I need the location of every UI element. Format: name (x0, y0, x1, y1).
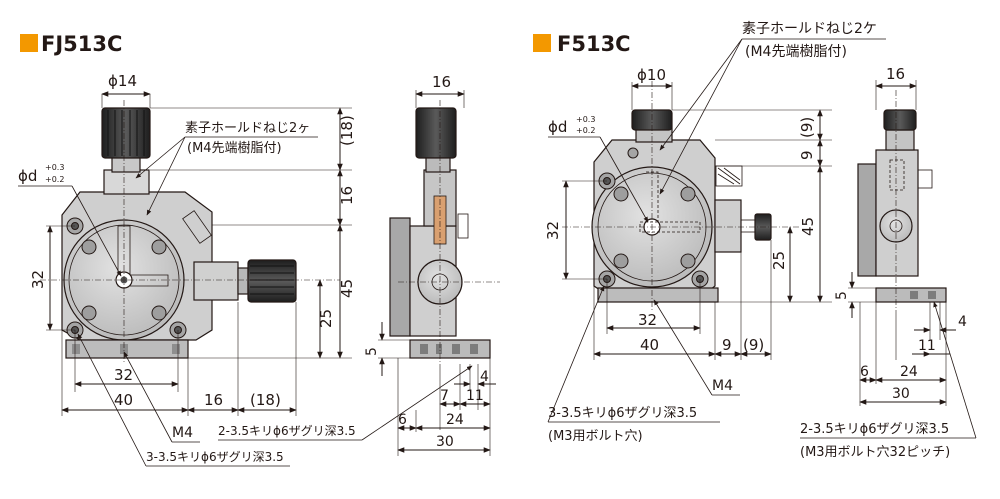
f513c-side-4: 4 (958, 314, 967, 330)
fj513c-side-6: 6 (398, 412, 407, 428)
fj513c-disc-screws (81, 239, 167, 321)
fj513c-spring (182, 210, 212, 244)
fj513c-side-30: 30 (436, 434, 454, 450)
f513c-side-30: 30 (892, 386, 910, 402)
f513c-d9: 9 (798, 150, 816, 160)
fj513c-side-top-knob (415, 107, 457, 159)
fj513c-side-neck (237, 267, 249, 295)
f513c-dimensions: ϕ10 ϕd +0.3 +0.2 素子ホールドねじ2ケ (M4先端樹脂付) (9… (544, 21, 886, 444)
f513c-phi10: ϕ10 (637, 66, 666, 84)
fj513c-tol-dn: +0.2 (45, 175, 64, 184)
f513c-callout2: (M4先端樹脂付) (745, 44, 847, 60)
fj513c-top-knob (101, 107, 151, 159)
fj513c-callout1: 素子ホールドねじ2ヶ (185, 121, 310, 136)
f513c-side-block (714, 199, 742, 253)
f513c-callout1: 素子ホールドねじ2ケ (742, 21, 877, 37)
f513c-side-24: 24 (900, 364, 918, 380)
fj513c-hole2: 3-3.5キリϕ6ザグリ深3.5 (146, 450, 284, 464)
f513c-side-11: 11 (918, 338, 936, 354)
f513c-disc-screws (613, 186, 696, 269)
fj513c-top-block (103, 169, 150, 195)
fj513c-callout2: (M4先端樹脂付) (187, 141, 282, 156)
f513c-side-5: 5 (834, 291, 850, 300)
f513c-side-view (857, 90, 947, 310)
fj513c-d16v: 16 (338, 186, 356, 205)
fj513c-d18h: (18) (250, 391, 281, 409)
fj513c-side-24: 24 (446, 412, 464, 428)
f513c-d9h: 9 (722, 336, 732, 354)
fj513c-phid-leader (71, 185, 122, 277)
f513c-d32v: 32 (544, 221, 562, 240)
fj513c-front-view (40, 100, 340, 364)
fj513c-d32v: 32 (29, 270, 47, 289)
fj513c-dimensions: ϕ14 ϕd +0.3 +0.2 素子ホールドねじ2ヶ (M4先端樹脂付) (1… (18, 72, 473, 467)
f513c-tol-up: +0.3 (576, 115, 595, 124)
fj513c-base-holes (72, 344, 180, 354)
f513c-front-view (562, 70, 800, 310)
fj513c-side-block (193, 261, 239, 301)
f513c-d45: 45 (799, 217, 817, 236)
fj513c-side-11: 11 (466, 388, 484, 404)
fj513c-side-knob (247, 259, 297, 303)
fj513c-side-view (389, 100, 500, 364)
fj513c-d40: 40 (114, 391, 133, 409)
f513c-side-16: 16 (886, 65, 905, 83)
f513c-title: F513C (557, 32, 631, 56)
f513c-side-6: 6 (860, 364, 869, 380)
fj513c-m4: M4 (172, 425, 193, 441)
f513c-hole2a: 2-3.5キリϕ6ザグリ深3.5 (800, 422, 949, 437)
fj513c-hole1: 2-3.5キリϕ6ザグリ深3.5 (218, 424, 356, 438)
f513c-title-marker (533, 34, 551, 52)
f513c-d40: 40 (640, 336, 659, 354)
fj513c-knob-knurl (107, 110, 145, 156)
fj513c-phid: ϕd (18, 167, 37, 185)
f513c-hole2b: (M3用ボルト穴32ピッチ) (800, 445, 950, 460)
fj513c-side-5: 5 (364, 347, 380, 356)
f513c-side-dimensions: 16 5 4 11 6 24 30 2-3.5キリϕ6ザグリ深3.5 (M3用ボ… (800, 65, 977, 460)
fj513c-title: FJ513C (41, 32, 122, 56)
f513c-d32h: 32 (638, 311, 657, 329)
fj513c-d25: 25 (317, 309, 335, 328)
f513c-side-plate (857, 163, 877, 277)
f513c-tol-dn: +0.2 (576, 126, 595, 135)
fj513c-side-16: 16 (432, 73, 451, 91)
fj513c-side-7: 7 (440, 388, 449, 404)
fj513c-tol-up: +0.3 (45, 163, 64, 172)
f513c-d9hp: (9) (743, 336, 764, 354)
fj513c-corner-holes (66, 217, 187, 339)
f513c-hole1a: 3-3.5キリϕ6ザグリ深3.5 (548, 406, 697, 421)
fj513c-title-marker (20, 34, 38, 52)
f513c-side-top-knob (883, 109, 917, 131)
f513c-m4: M4 (712, 378, 733, 394)
fj513c-group: FJ513C (18, 32, 500, 467)
fj513c-d18v: (18) (338, 115, 356, 146)
fj513c-side-dimensions: 16 5 4 7 11 6 24 30 (364, 73, 496, 456)
fj513c-d32h: 32 (114, 366, 133, 384)
fj513c-d16h: 16 (204, 391, 223, 409)
dim-phi14: ϕ14 (108, 72, 137, 90)
f513c-phid: ϕd (548, 118, 567, 136)
f513c-hole1b: (M3用ボルト穴) (548, 429, 643, 444)
fj513c-side-4: 4 (480, 369, 489, 385)
f513c-d25: 25 (770, 251, 788, 270)
f513c-d9p: (9) (798, 117, 816, 138)
f513c-group: F513C (533, 21, 977, 460)
fj513c-d45: 45 (338, 279, 356, 298)
fj513c-side-plate (389, 217, 411, 337)
